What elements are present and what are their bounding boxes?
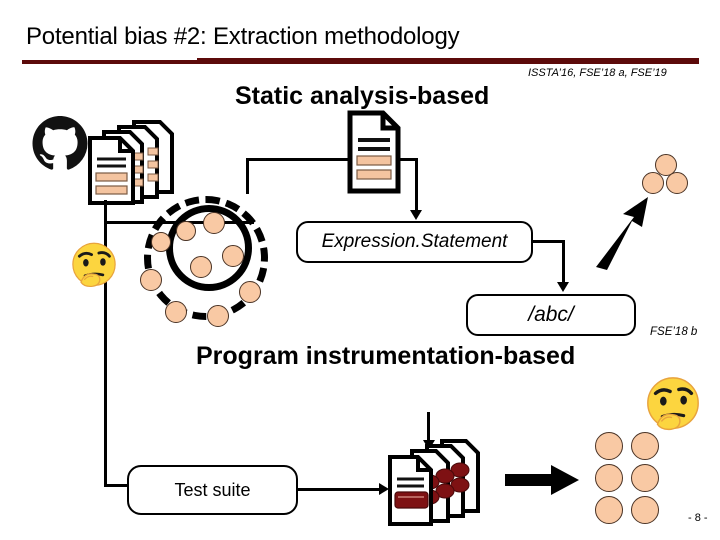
result-dot — [666, 172, 688, 194]
connector-to-single-document — [246, 158, 349, 161]
arrow-up-right-icon — [592, 195, 652, 270]
connector-trunk-vertical — [104, 200, 107, 485]
cluster-dot — [203, 212, 225, 234]
citation-program-instrumentation: FSE’18 b — [650, 326, 698, 338]
connector-doc-to-expression-v — [415, 158, 418, 212]
thinking-face-emoji-right — [642, 374, 704, 440]
thinking-face-emoji-left — [68, 240, 120, 301]
source-files-stack-icon — [86, 118, 184, 213]
connector-expression-to-regex-v — [562, 240, 565, 284]
solid-cluster-ring-icon — [166, 205, 252, 291]
arrow-right-thick-icon — [505, 465, 579, 495]
connector-expression-to-regex-h — [533, 240, 565, 243]
result-dot — [631, 464, 659, 492]
cluster-dot — [222, 245, 244, 267]
cluster-dot — [190, 256, 212, 278]
connector-doc-to-expression-h — [400, 158, 418, 161]
regex-box[interactable]: /abc/ — [466, 294, 636, 336]
connector-test-suite-to-docs — [298, 488, 380, 491]
dashed-cluster-ring-icon — [144, 196, 268, 320]
expression-statement-box[interactable]: Expression.Statement — [296, 221, 533, 263]
cluster-dot-outer — [207, 305, 229, 327]
connector-branch-to-test-suite — [104, 484, 129, 487]
result-dot — [642, 172, 664, 194]
result-dot — [595, 464, 623, 492]
section-heading-static-analysis: Static analysis-based — [235, 82, 490, 110]
arrow-down-icon — [410, 210, 422, 220]
result-dot — [655, 154, 677, 176]
connector-drop-to-instrumented-docs — [427, 412, 430, 444]
instrumented-files-stack-icon — [386, 437, 492, 534]
cluster-dot-outer — [151, 232, 171, 252]
connector-riser-left — [246, 158, 249, 194]
cluster-dot-outer — [140, 269, 162, 291]
page-title: Potential bias #2: Extraction methodolog… — [26, 23, 460, 50]
cluster-dot-outer — [165, 301, 187, 323]
title-divider — [22, 58, 699, 64]
github-icon — [32, 116, 88, 176]
cluster-dot — [176, 221, 196, 241]
section-heading-program-instrumentation: Program instrumentation-based — [196, 342, 576, 370]
citation-static-analysis: ISSTA’16, FSE’18 a, FSE’19 — [528, 67, 667, 79]
arrow-down-icon — [557, 282, 569, 292]
arrow-right-icon — [379, 483, 389, 495]
single-document-icon — [346, 110, 402, 199]
result-dot — [631, 432, 659, 460]
test-suite-box[interactable]: Test suite — [127, 465, 298, 515]
result-dot — [595, 496, 623, 524]
cluster-dot-outer — [239, 281, 261, 303]
result-dot — [631, 496, 659, 524]
page-number: - 8 - — [688, 512, 708, 524]
result-dot — [595, 432, 623, 460]
